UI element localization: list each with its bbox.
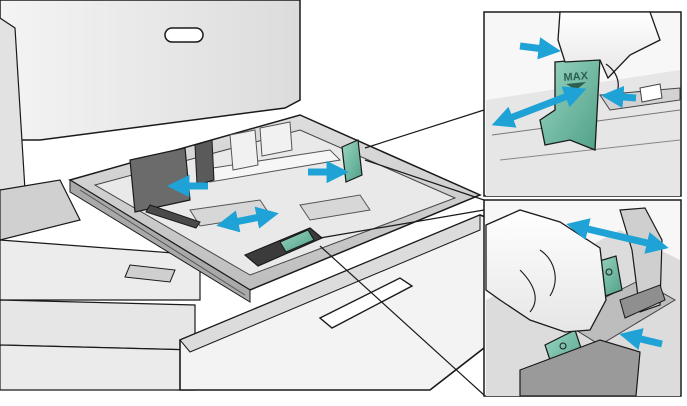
slide-arrow-icon bbox=[491, 86, 587, 128]
squeeze-arrow-right-icon bbox=[601, 85, 637, 109]
triangle-icon bbox=[566, 82, 586, 90]
callout-top-length-guide: MAX bbox=[483, 11, 682, 197]
handle-slot-icon bbox=[164, 27, 204, 43]
paper-tray bbox=[68, 114, 482, 303]
press-arrow-icon bbox=[619, 328, 663, 350]
callout-leaders bbox=[319, 109, 485, 396]
squeeze-arrow-left-icon bbox=[519, 37, 561, 60]
width-arrow-double-icon bbox=[566, 218, 669, 254]
printer-body bbox=[0, 0, 301, 391]
tray-arrows bbox=[167, 160, 349, 233]
callout-bottom-width-guide bbox=[483, 199, 682, 397]
tray-drawer-front bbox=[179, 214, 521, 391]
arrow-double-icon bbox=[216, 206, 279, 233]
drawer-handle bbox=[318, 277, 414, 329]
length-guide-green bbox=[341, 139, 363, 183]
side-guide bbox=[129, 147, 191, 213]
max-label: MAX bbox=[563, 70, 589, 84]
